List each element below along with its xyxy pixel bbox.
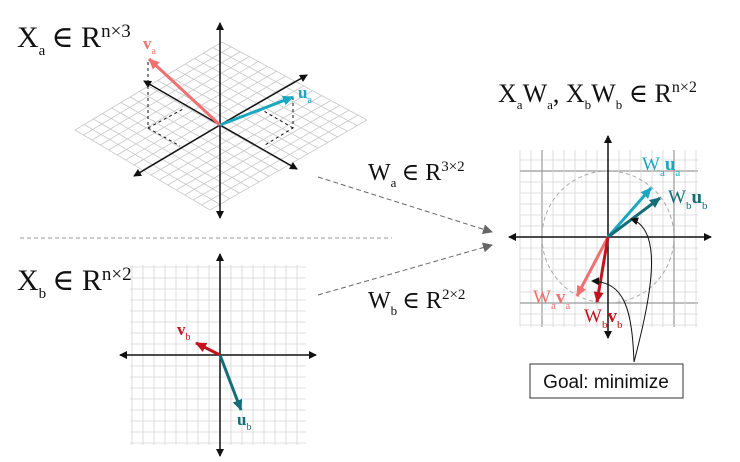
grid-line [167,95,322,186]
2d-axes-b [119,253,317,457]
label-wa-ua: Waua [642,154,680,179]
goal-box [529,363,684,399]
mapping-arrow-wa [317,176,493,235]
label-va: va [143,34,157,57]
grid-line [194,58,338,138]
2d-axes-result [508,135,712,339]
label-wa-va: Wava [533,287,570,312]
3d-axes [133,22,308,219]
goal-label: Goal: minimize [543,372,669,393]
label-ub: ub [237,410,251,433]
grid-line [203,52,348,132]
vector-wb-vb [593,236,610,303]
grid-line [201,114,359,206]
grid-line [184,105,341,196]
grid-line [192,109,350,201]
goal-pointer-curves [591,217,652,363]
label-xa-space: Xa∈ Rn×3 [17,21,131,59]
grid-line [150,85,304,176]
label-xb-space: Xb∈ Rn×2 [17,264,132,302]
label-wb-ub: Wbub [668,187,708,212]
vector-wa-va [575,236,610,297]
vector-vb [195,341,221,357]
grid-line [159,90,313,181]
mapping-arrow-wb [317,242,493,296]
label-wb-map: Wb∈ R2×2 [368,287,465,318]
label-wa-map: Wa∈ R3×2 [368,159,465,190]
vector-ua [219,95,294,127]
3d-projection-lines [147,62,294,147]
vector-ub [218,354,243,411]
label-ua: ua [298,83,312,106]
label-wb-vb: Wbvb [584,306,623,331]
vector-va [147,57,222,127]
label-result-space: XaWa, XbWb ∈ Rn×2 [498,79,697,112]
label-vb: vb [177,320,191,343]
grid-line [221,41,368,121]
grid-line [212,47,358,126]
vector-wa-ua [606,187,653,238]
grid-line [176,100,331,191]
